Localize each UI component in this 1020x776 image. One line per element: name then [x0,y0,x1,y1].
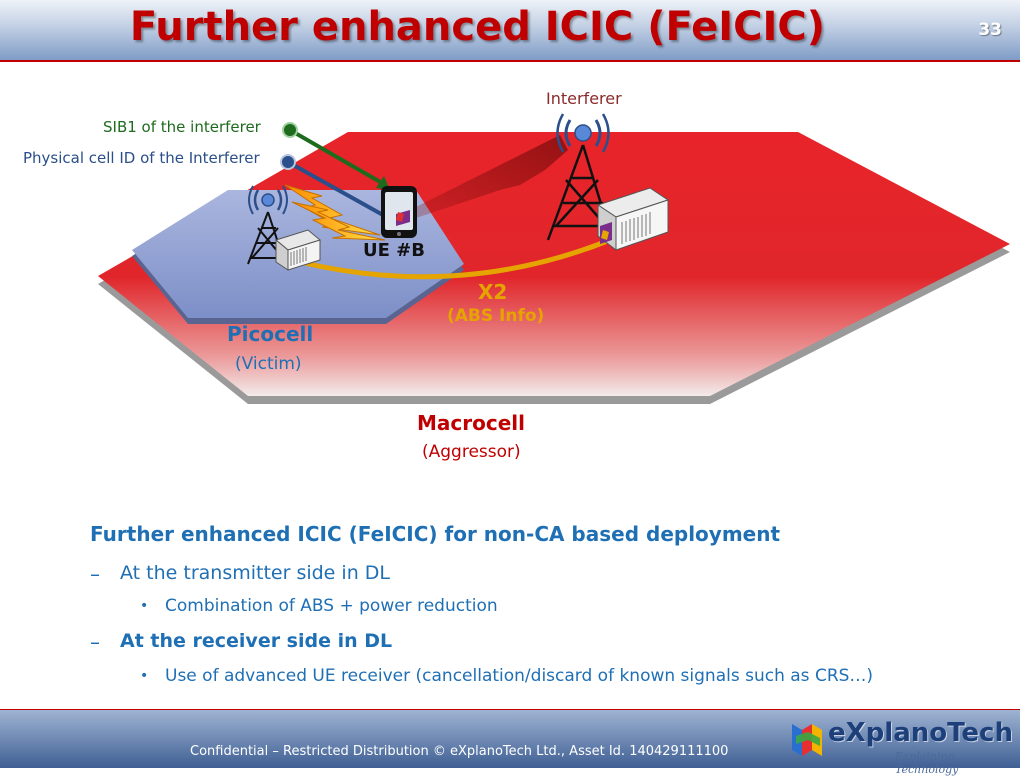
bullet-item-1-sub: Combination of ABS + power reduction [165,596,498,616]
picocell-label: Picocell [227,322,314,346]
logo-text: eXplanoTech [828,718,1013,748]
pci-label: Physical cell ID of the Interferer [23,149,260,167]
ue-label: UE #B [363,240,425,261]
x2-label: X2 [478,280,508,304]
logo-tagline: Explaining Technology [895,750,959,776]
logo-mark-icon [792,724,822,756]
macrocell-sub-label: (Aggressor) [422,442,521,462]
dot-marker: • [140,668,149,684]
interference-beam [400,135,568,220]
ue-phone-icon [381,186,417,238]
pico-enb-box-icon [274,229,322,271]
macro-enb-box-icon [596,187,670,252]
macro-tower-icon [546,113,614,241]
feicic-diagram [98,113,1010,404]
x2-sub-label: (ABS Info) [447,306,545,326]
slide-title: Further enhanced ICIC (FeICIC) [129,4,826,50]
footer-bar: Confidential – Restricted Distribution ©… [0,710,1020,776]
picocell-sub-label: (Victim) [235,354,302,374]
pico-tower-icon [247,185,288,265]
bullet-item-2: At the receiver side in DL [120,630,393,652]
interferer-label: Interferer [546,89,622,108]
dash-marker: – [90,630,100,654]
macrocell-label: Macrocell [417,411,525,435]
header-bar [0,0,1020,60]
page-number: 33 [978,20,1002,40]
bullet-item-2-sub: Use of advanced UE receiver (cancellatio… [165,666,874,686]
header-divider [0,60,1020,62]
explanotech-logo: eXplanoTech Explaining Technology [790,716,1015,776]
x2-link [299,237,611,280]
pico-signal-bolts [284,184,386,241]
sib1-label: SIB1 of the interferer [103,118,261,136]
dot-marker: • [140,598,149,614]
sib1-pointer [282,122,390,190]
footer-confidential-text: Confidential – Restricted Distribution ©… [190,744,729,759]
bullet-heading: Further enhanced ICIC (FeICIC) for non-C… [90,522,781,546]
dash-marker: – [90,562,100,586]
bullet-item-1: At the transmitter side in DL [120,562,390,584]
pci-pointer [280,154,393,222]
